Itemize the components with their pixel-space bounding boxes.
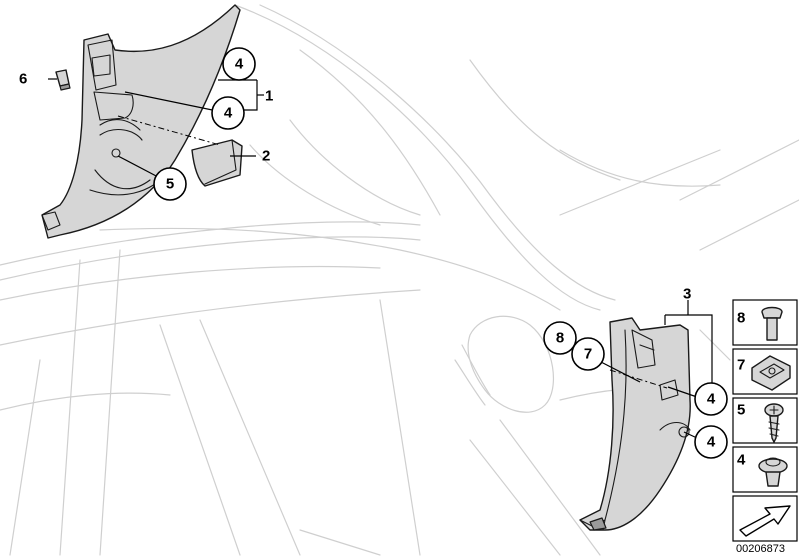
svg-text:5: 5 [166,176,174,193]
legend-number-8: 8 [737,310,745,327]
svg-text:4: 4 [224,105,233,122]
svg-text:4: 4 [707,391,716,408]
callout-4-lower-b: 4 [694,425,728,459]
svg-text:7: 7 [584,346,592,363]
callout-8: 8 [543,321,577,355]
bolt-icon [761,306,783,341]
legend-number-7: 7 [737,357,745,374]
callout-4-lower-a: 4 [694,382,728,416]
callout-7: 7 [571,337,605,371]
svg-text:8: 8 [556,330,564,347]
mirror-outline [454,315,554,413]
hardware-legend: 8 7 5 4 [732,299,798,542]
legend-number-4: 4 [737,452,746,469]
screw-icon [764,403,784,443]
alignment-line-upper [117,115,221,146]
label-3: 3 [683,286,691,303]
clip-nut-icon [751,355,791,391]
label-2: 2 [262,148,270,165]
arrow-icon [739,505,791,537]
b-pillar-trim-panel [579,317,691,531]
callout-4-upper-b: 4 [211,96,245,130]
small-cover-part [55,69,71,91]
label-6: 6 [19,71,27,88]
callout-5: 5 [153,167,187,201]
svg-text:4: 4 [707,434,716,451]
label-1: 1 [265,88,273,105]
document-number: 00206873 [736,543,785,555]
leader-lines [48,78,713,439]
alignment-line-lower [609,369,668,389]
trim-cap-part [191,139,243,187]
legend-number-5: 5 [737,402,745,419]
a-pillar-trim-panel [41,4,241,239]
svg-text:4: 4 [235,56,244,73]
expanding-rivet-icon [758,457,788,487]
callout-4-upper-a: 4 [222,47,256,81]
